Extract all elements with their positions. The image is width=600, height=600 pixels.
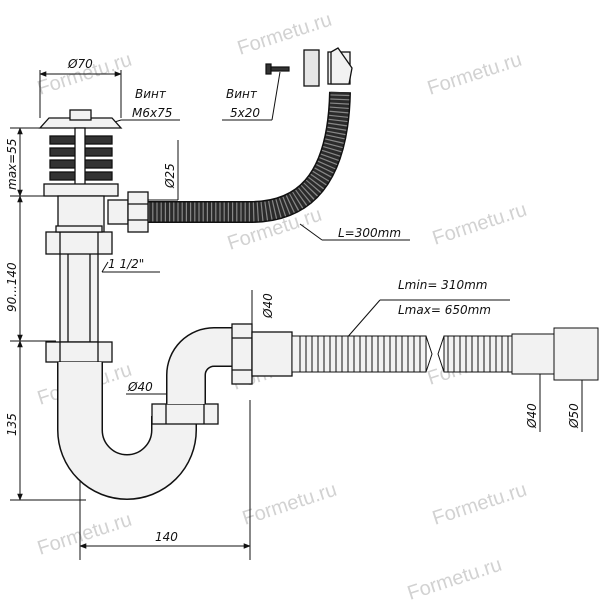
width-bottom-label: 140: [155, 530, 178, 544]
watermark-text: Formetu.ru: [425, 49, 525, 100]
overflow-hose: [148, 91, 351, 223]
tailpiece: [59, 251, 99, 343]
overflow-head: [303, 47, 353, 87]
trap-nut: [151, 403, 219, 425]
watermark-text: Formetu.ru: [405, 554, 505, 600]
height-low-label: 135: [5, 413, 19, 436]
outlet-elbow: [166, 327, 232, 404]
dia-70-label: Ø70: [67, 57, 93, 71]
outlet-hose: [291, 327, 599, 381]
watermark-text: Formetu.ru: [240, 479, 340, 530]
outlet-dia-label: Ø40: [261, 293, 275, 319]
hose-dia2-label: Ø50: [567, 403, 581, 429]
watermark-text: Formetu.ru: [35, 509, 135, 560]
watermark-text: Formetu.ru: [430, 199, 530, 250]
height-mid-label: 90...140: [5, 262, 19, 312]
lower-nut: [45, 341, 113, 363]
height-top-label: max=55: [5, 139, 19, 190]
drain-dia-label: Ø40: [127, 380, 153, 394]
watermark-text: Formetu.ru: [430, 479, 530, 530]
overflow-nut: [107, 191, 149, 233]
basin-strainer: [38, 109, 123, 233]
overflow-length-label: L=300mm: [338, 226, 401, 240]
screw2-size-label: 5x20: [230, 106, 260, 120]
screw1-title-label: Винт: [135, 87, 167, 101]
thread-label: 1 1/2": [108, 257, 144, 271]
u-trap: [57, 362, 197, 500]
upper-nut: [45, 225, 113, 255]
outlet-nut: [231, 323, 293, 385]
overflow-dia-label: Ø25: [163, 163, 177, 189]
screw2-title-label: Винт: [226, 87, 258, 101]
hose-dia1-label: Ø40: [525, 403, 539, 429]
hose-lmin-label: Lmin= 310mm: [398, 278, 487, 292]
hose-lmax-label: Lmax= 650mm: [398, 303, 491, 317]
screw1-size-label: M6x75: [132, 106, 172, 120]
screw-5x20: [265, 63, 290, 75]
